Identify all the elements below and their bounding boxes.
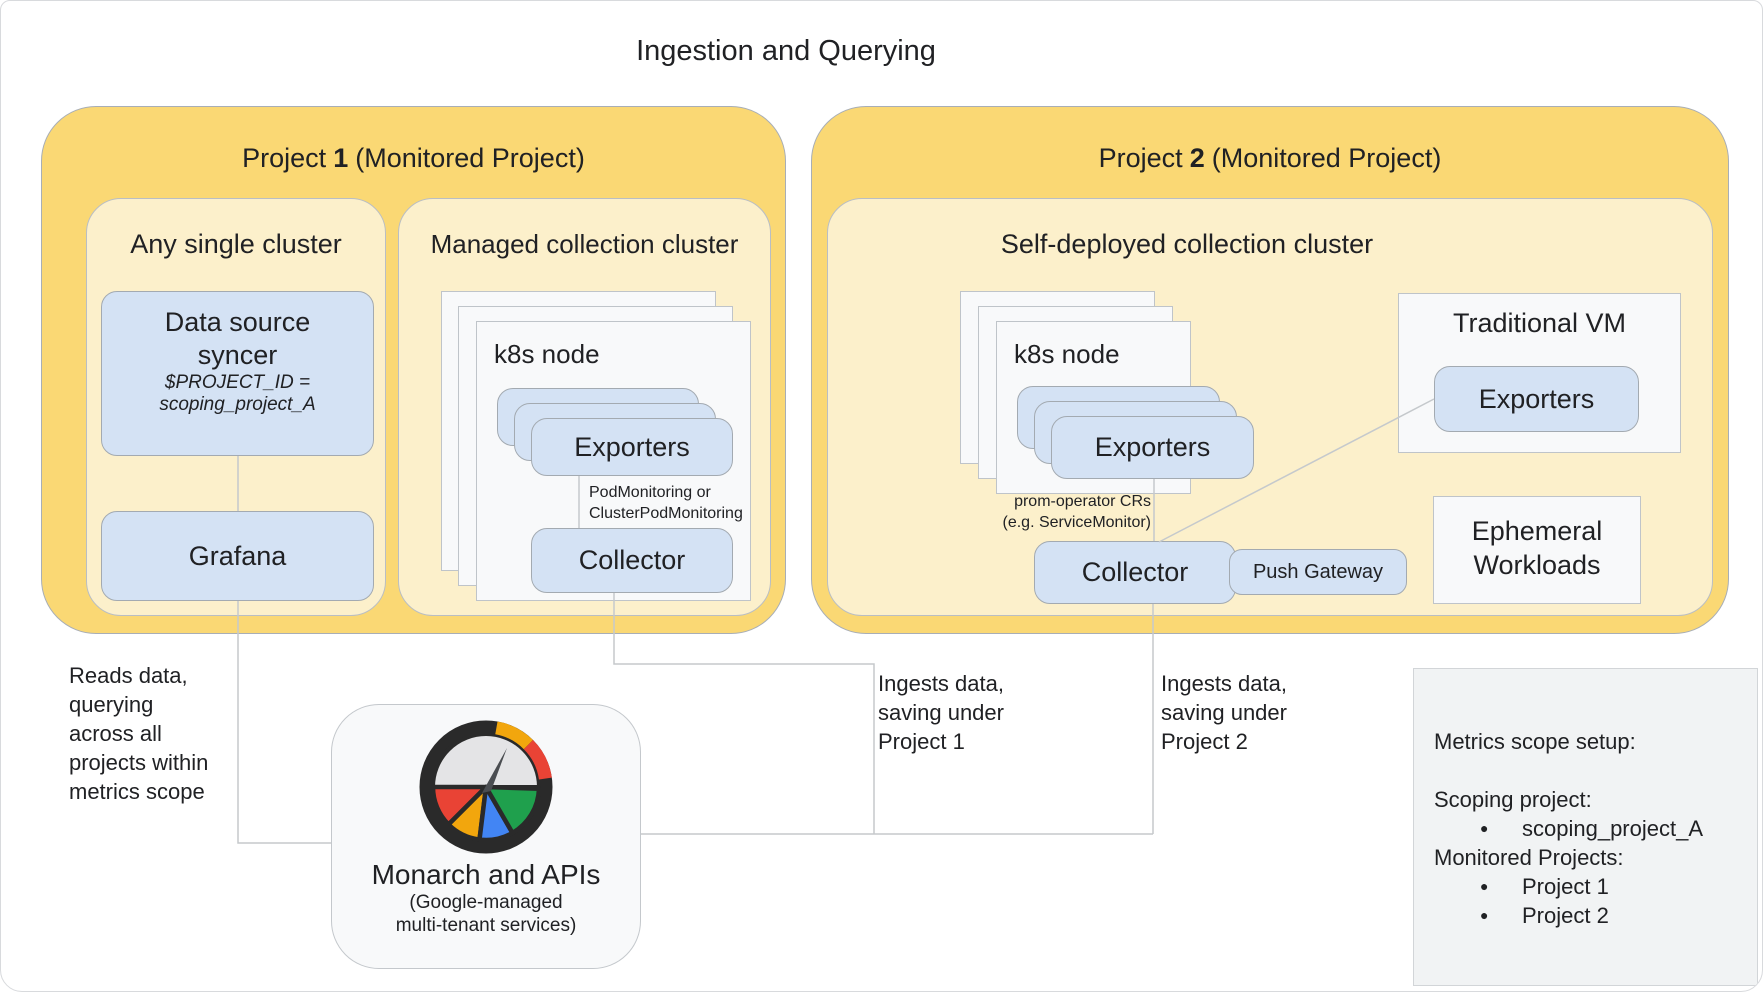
ephemeral-workloads-box: Ephemeral Workloads: [1433, 496, 1641, 604]
exporters-label-p2: Exporters: [1094, 432, 1211, 462]
collector-box-p1: Collector: [531, 528, 733, 593]
self-deployed-cluster-label: Self-deployed collection cluster: [1000, 229, 1374, 259]
collector-box-p2: Collector: [1034, 541, 1236, 604]
project-2-title-name: Project: [1098, 143, 1183, 173]
syncer-label-line1: Data source: [164, 307, 311, 337]
syncer-project-id-var: $PROJECT_ID =: [164, 372, 311, 393]
reads-data-annotation: Reads data, querying across all projects…: [69, 661, 208, 806]
reads-data-line: projects within: [69, 750, 209, 775]
ingests-project2-line: Project 2: [1161, 729, 1248, 754]
any-single-cluster-label: Any single cluster: [130, 229, 342, 259]
grafana-box: Grafana: [101, 511, 374, 601]
exporters-box-p1: Exporters: [531, 418, 733, 476]
project-2-title-number: 2: [1189, 143, 1205, 173]
reads-data-line: Reads data,: [69, 663, 188, 688]
scoping-project-item: ● scoping_project_A: [1434, 814, 1757, 843]
exporters-label-p1: Exporters: [574, 431, 690, 462]
reads-data-line: querying: [69, 692, 154, 717]
ingests-project2-line: Ingests data,: [1161, 671, 1287, 696]
collector-label-p2: Collector: [1081, 557, 1189, 587]
prom-operator-note-line1: prom-operator CRs: [1014, 493, 1151, 510]
monarch-subtitle-line1: (Google-managed: [409, 892, 563, 913]
bullet-icon: ●: [1480, 907, 1489, 923]
syncer-label-line2: syncer: [197, 340, 278, 370]
ingests-project1-line: saving under: [878, 700, 1004, 725]
data-source-syncer-box: Data source syncer $PROJECT_ID = scoping…: [101, 291, 374, 456]
ingests-project2-line: saving under: [1161, 700, 1287, 725]
bullet-icon: ●: [1480, 878, 1489, 894]
pod-monitoring-note-line2: ClusterPodMonitoring: [589, 505, 743, 522]
grafana-label: Grafana: [188, 540, 287, 571]
traditional-vm-label: Traditional VM: [1452, 308, 1627, 338]
diagram-title: Ingestion and Querying: [636, 35, 936, 67]
monarch-box: Monarch and APIs (Google-managed multi-t…: [331, 704, 641, 969]
push-gateway-box: Push Gateway: [1229, 549, 1407, 595]
ingests-project1-line: Project 1: [878, 729, 965, 754]
ingests-project2-annotation: Ingests data, saving under Project 2: [1161, 669, 1287, 756]
exporters-label-vm: Exporters: [1478, 383, 1595, 414]
scoping-project-label: Scoping project:: [1434, 787, 1592, 812]
monarch-title: Monarch and APIs: [371, 859, 601, 890]
project-1-title-name: Project: [242, 143, 327, 173]
ingests-project1-line: Ingests data,: [878, 671, 1004, 696]
project-1-title-suffix: (Monitored Project): [355, 143, 585, 173]
monitored-project-value: Project 1: [1522, 874, 1609, 899]
monitored-project-value: Project 2: [1522, 903, 1609, 928]
reads-data-line: metrics scope: [69, 779, 205, 804]
ephemeral-workloads-line2: Workloads: [1473, 550, 1601, 580]
metrics-scope-panel: Metrics scope setup: Scoping project: ● …: [1413, 668, 1758, 986]
monitored-projects-label: Monitored Projects:: [1434, 845, 1624, 870]
monitored-project-item: ● Project 2: [1434, 901, 1757, 930]
exporters-box-p2: Exporters: [1051, 416, 1254, 479]
scoping-project-value: scoping_project_A: [1522, 816, 1704, 841]
collector-label-p1: Collector: [578, 545, 686, 575]
exporters-box-vm: Exporters: [1434, 366, 1639, 432]
ephemeral-workloads-line1: Ephemeral: [1471, 516, 1603, 546]
managed-collection-cluster-label: Managed collection cluster: [430, 229, 739, 259]
bullet-icon: ●: [1480, 820, 1489, 836]
prom-operator-note-line2: (e.g. ServiceMonitor): [1002, 514, 1152, 531]
ingests-project1-annotation: Ingests data, saving under Project 1: [878, 669, 1004, 756]
project-1-title-number: 1: [333, 143, 349, 173]
metrics-scope-title: Metrics scope setup:: [1434, 729, 1636, 754]
syncer-project-id-value: scoping_project_A: [159, 394, 316, 415]
monarch-gauge-icon: [419, 720, 553, 854]
pod-monitoring-note: PodMonitoring or ClusterPodMonitoring: [589, 482, 759, 524]
reads-data-line: across all: [69, 721, 162, 746]
project-2-title-suffix: (Monitored Project): [1211, 143, 1442, 173]
prom-operator-note: prom-operator CRs (e.g. ServiceMonitor): [951, 491, 1152, 533]
monitored-project-item: ● Project 1: [1434, 872, 1757, 901]
push-gateway-label: Push Gateway: [1252, 560, 1384, 583]
wire-grafana-to-monarch: [237, 601, 331, 844]
monarch-subtitle-line2: multi-tenant services): [395, 915, 577, 936]
pod-monitoring-note-line1: PodMonitoring or: [589, 484, 711, 501]
k8s-node-label-p1: k8s node: [494, 339, 600, 369]
k8s-node-label-p2: k8s node: [1014, 339, 1120, 369]
